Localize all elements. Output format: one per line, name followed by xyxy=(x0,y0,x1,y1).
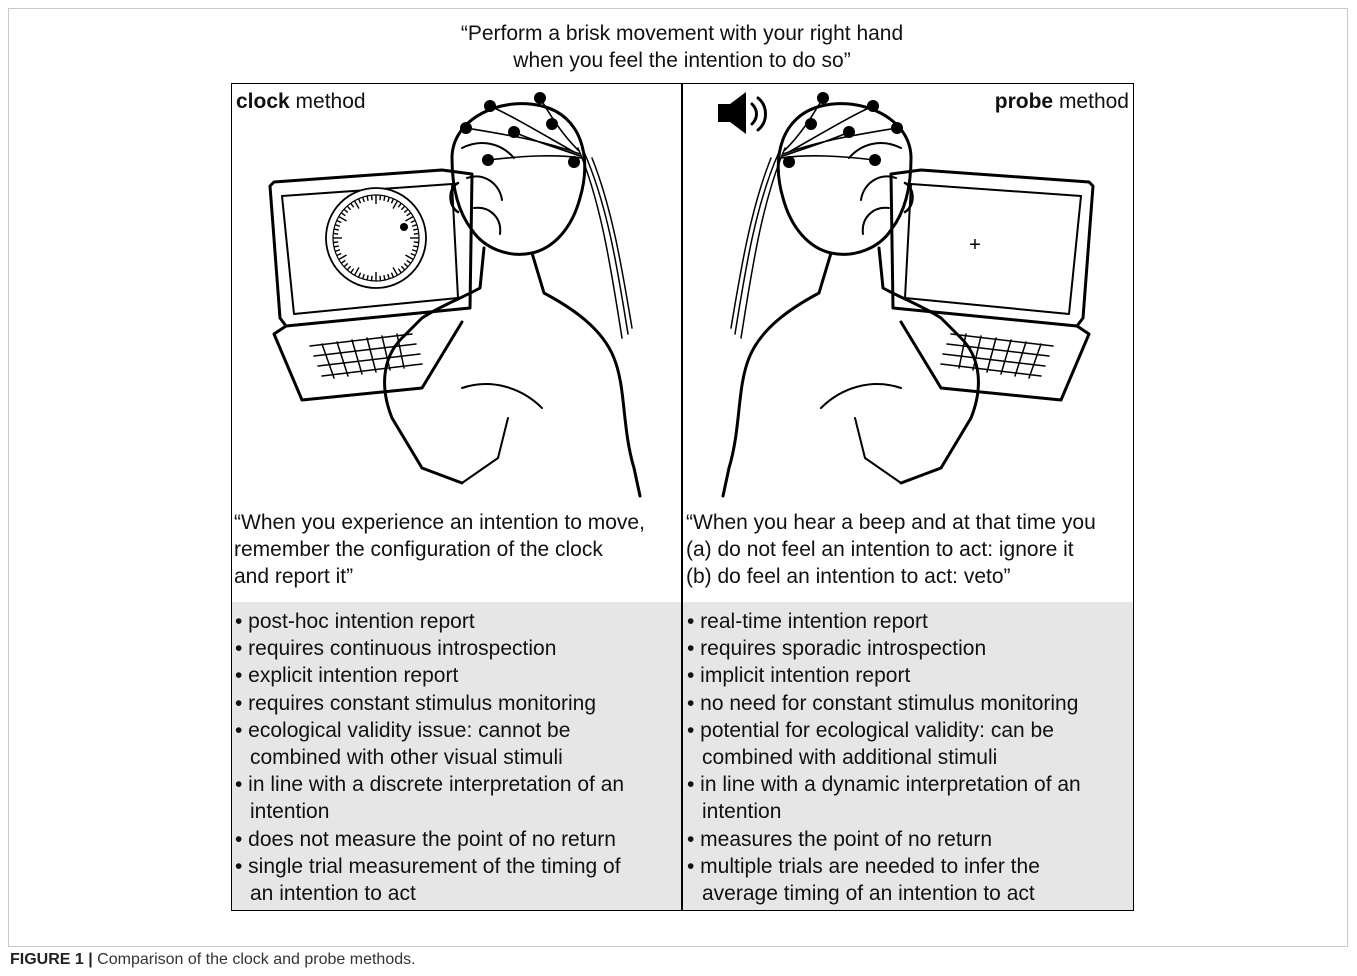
property-text: • no need for constant stimulus monitori… xyxy=(687,692,1078,715)
clock-instruction-line: remember the configuration of the clock xyxy=(234,536,645,563)
property-text: • explicit intention report xyxy=(235,664,458,687)
keyboard-keys xyxy=(310,334,422,378)
property-text: • ecological validity issue: cannot be xyxy=(235,719,570,742)
probe-instruction-line: (b) do feel an intention to act: veto” xyxy=(686,563,1096,590)
laptop-base xyxy=(274,322,462,400)
clock-method-instruction: “When you experience an intention to mov… xyxy=(234,509,645,590)
property-text: • post-hoc intention report xyxy=(235,610,475,633)
column-divider xyxy=(681,83,683,911)
clock-tick xyxy=(372,195,373,200)
clock-method-illustration xyxy=(262,88,677,500)
probe-method-illustration: + xyxy=(686,88,1101,500)
clock-instruction-line: and report it” xyxy=(234,563,645,590)
property-text: • multiple trials are needed to infer th… xyxy=(687,855,1040,878)
property-text-continuation: combined with additional stimuli xyxy=(687,744,1081,771)
property-text-continuation: combined with other visual stimuli xyxy=(235,744,624,771)
probe-instruction-line: “When you hear a beep and at that time y… xyxy=(686,509,1096,536)
property-text: • real-time intention report xyxy=(687,610,928,633)
property-item: • implicit intention report xyxy=(687,662,1081,689)
clock-icon xyxy=(326,188,426,288)
property-text: • requires continuous introspection xyxy=(235,637,556,660)
speaker-icon xyxy=(718,92,766,134)
clock-tick xyxy=(380,195,381,200)
property-text: • single trial measurement of the timing… xyxy=(235,855,621,878)
property-item: • real-time intention report xyxy=(687,608,1081,635)
clock-tick xyxy=(333,234,338,235)
fixation-cross: + xyxy=(969,234,981,256)
property-item: • no need for constant stimulus monitori… xyxy=(687,690,1081,717)
probe-method-properties: • real-time intention report • requires s… xyxy=(687,608,1081,907)
property-item: • measures the point of no return xyxy=(687,826,1081,853)
property-text-continuation: an intention to act xyxy=(235,880,624,907)
back-outline xyxy=(532,253,640,496)
probe-instruction-line: (a) do not feel an intention to act: ign… xyxy=(686,536,1096,563)
clock-tick xyxy=(414,242,419,243)
clock-tick xyxy=(372,276,373,281)
property-item: • does not measure the point of no retur… xyxy=(235,826,624,853)
figure-caption: FIGURE 1 | Comparison of the clock and p… xyxy=(10,951,416,969)
property-text: • in line with a discrete interpretation… xyxy=(235,773,624,796)
property-text-continuation: intention xyxy=(687,798,1081,825)
property-text: • requires sporadic introspection xyxy=(687,637,986,660)
property-item: • requires constant stimulus monitoring xyxy=(235,690,624,717)
property-text: • potential for ecological validity: can… xyxy=(687,719,1054,742)
property-item: • requires continuous introspection xyxy=(235,635,624,662)
clock-instruction-line: “When you experience an intention to mov… xyxy=(234,509,645,536)
property-text: • requires constant stimulus monitoring xyxy=(235,692,596,715)
property-text: • does not measure the point of no retur… xyxy=(235,828,616,851)
property-text-continuation: average timing of an intention to act xyxy=(687,880,1081,907)
property-item: • multiple trials are needed to infer th… xyxy=(687,853,1081,907)
property-text-continuation: intention xyxy=(235,798,624,825)
property-text: • implicit intention report xyxy=(687,664,910,687)
property-item: • potential for ecological validity: can… xyxy=(687,717,1081,771)
property-text: • in line with a dynamic interpretation … xyxy=(687,773,1081,796)
property-item: • in line with a discrete interpretation… xyxy=(235,771,624,825)
figure-caption-text: Comparison of the clock and probe method… xyxy=(93,951,416,968)
top-instruction-quote: “Perform a brisk movement with your righ… xyxy=(232,20,1132,74)
top-quote-line-2: when you feel the intention to do so” xyxy=(232,47,1132,74)
figure-caption-label: FIGURE 1 | xyxy=(10,951,93,968)
property-item: • single trial measurement of the timing… xyxy=(235,853,624,907)
top-quote-line-1: “Perform a brisk movement with your righ… xyxy=(232,20,1132,47)
property-item: • requires sporadic introspection xyxy=(687,635,1081,662)
property-item: • explicit intention report xyxy=(235,662,624,689)
clock-tick xyxy=(414,234,419,235)
property-item: • post-hoc intention report xyxy=(235,608,624,635)
clock-tick xyxy=(333,242,338,243)
clock-tick xyxy=(380,276,381,281)
probe-method-instruction: “When you hear a beep and at that time y… xyxy=(686,509,1096,590)
property-item: • in line with a dynamic interpretation … xyxy=(687,771,1081,825)
property-text: • measures the point of no return xyxy=(687,828,992,851)
clock-method-properties: • post-hoc intention report • requires co… xyxy=(235,608,624,907)
